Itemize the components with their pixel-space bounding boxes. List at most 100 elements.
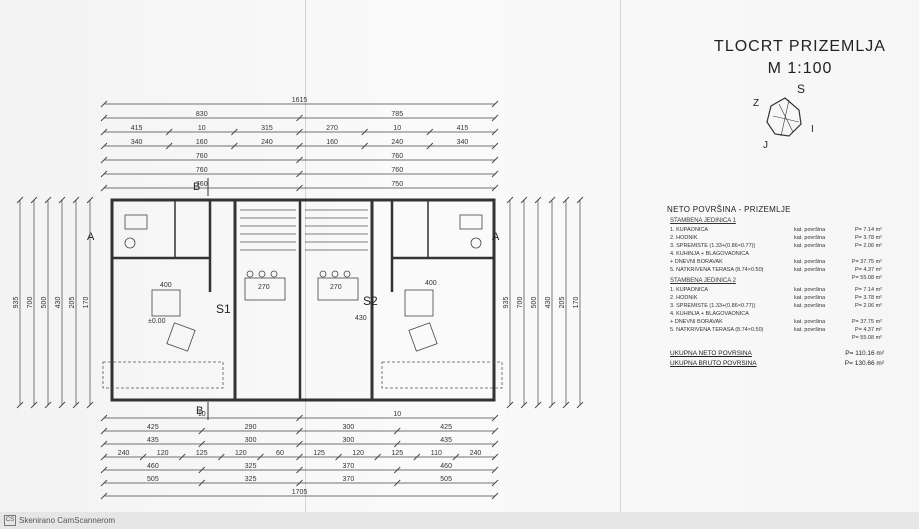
dimension-line (296, 414, 303, 422)
dimension-label: 1615 (292, 97, 308, 104)
area-value: P= 3.78 m² (854, 235, 882, 241)
dimension-line (296, 466, 303, 474)
dimension-label: 425 (147, 424, 159, 431)
area-unit: kat. površina (794, 243, 826, 249)
dimension-line (198, 440, 206, 448)
building-walls (110, 198, 496, 402)
dimension-line (562, 196, 570, 204)
dimension-label: 110 (431, 450, 442, 457)
staircase (240, 209, 368, 251)
area-unit: kat. površina (794, 327, 826, 333)
area-row: 3. SPREMIŠTE (1.33+(0.86×0.77))kat. povr… (670, 242, 882, 250)
dimension-label: 160 (326, 139, 338, 146)
dimension-line (413, 453, 421, 461)
dimension-label: 205 (559, 297, 566, 309)
area-row: P= 55.08 m² (670, 334, 882, 342)
area-name: 4. KUHINJA + BLAGOVAONICA (670, 311, 749, 317)
dimension-line (491, 170, 499, 178)
dimension-label: 430 (545, 297, 552, 309)
compass-east-label: I (811, 124, 814, 135)
dimension-line (231, 128, 238, 136)
dimension-line (296, 142, 303, 150)
dimension-line (374, 453, 382, 461)
dimension-label: 935 (13, 297, 20, 309)
dimension-line (44, 401, 52, 409)
dimension-line (198, 427, 206, 435)
dimension-line (426, 128, 434, 136)
dimension-line (534, 401, 542, 409)
dimension-line (548, 196, 556, 204)
dimension-label: 505 (147, 476, 159, 483)
dimension-line (296, 440, 303, 448)
living-room-furniture (124, 214, 483, 352)
dimension-line (100, 414, 108, 422)
dimension-label: 700 (27, 297, 34, 309)
area-name: 3. SPREMIŠTE (1.33+(0.86×0.77)) (670, 303, 756, 309)
dimension-line (217, 453, 225, 461)
dimension-label: 300 (343, 424, 355, 431)
dimension-line (100, 440, 108, 448)
dimension-line (139, 453, 147, 461)
area-value: P= 55.08 m² (851, 335, 882, 341)
dimension-line (100, 184, 108, 192)
dimension-label: 415 (131, 125, 143, 132)
dimension-label: 120 (352, 450, 364, 457)
section-a-left: A (87, 231, 95, 243)
dimension-label: 160 (196, 139, 208, 146)
dimension-label: 290 (245, 424, 257, 431)
dimension-label: 120 (157, 450, 169, 457)
camscanner-logo-icon: CS (4, 515, 16, 527)
area-value: P= 37.75 m² (851, 259, 882, 265)
dimension-label: 435 (147, 437, 159, 444)
dimension-line (576, 401, 584, 409)
dimension-line (426, 142, 434, 150)
area-value: P= 55.08 m² (851, 275, 882, 281)
section-a-right: A (492, 231, 500, 243)
dimension-line (296, 114, 303, 122)
drawing-title: TLOCRT PRIZEMLJA M 1:100 (700, 36, 900, 80)
compass-west-label: Z (753, 98, 759, 109)
dimension-line (198, 466, 206, 474)
dimension-label: 500 (41, 297, 48, 309)
paper-fold (305, 0, 306, 512)
area-totals: UKUPNA NETO POVRŠINA P= 110.16 m² UKUPNA… (670, 348, 884, 368)
paper-fold (620, 0, 621, 512)
dimension-label: 10 (393, 125, 401, 132)
section-b-bottom: B (196, 405, 203, 417)
dimension-line (491, 466, 499, 474)
dimension-label: 270 (326, 125, 338, 132)
room-dim-label: 270 (258, 284, 270, 291)
unit-2-title: STAMBENA JEDINICA 2 (670, 278, 736, 284)
section-markers: B B A A (87, 178, 500, 420)
title-line-1: TLOCRT PRIZEMLJA (714, 38, 886, 55)
dimension-line (58, 196, 66, 204)
area-name: + DNEVNI BORAVAK (670, 259, 723, 265)
total-value: P= 110.16 m² (845, 349, 884, 357)
dimension-line (257, 453, 264, 461)
dimension-line (393, 479, 401, 487)
dimension-line (562, 401, 570, 409)
dimension-label: 10 (393, 411, 401, 418)
title-scale: M 1:100 (767, 60, 833, 77)
dimension-line (393, 440, 401, 448)
area-unit: kat. površina (794, 295, 826, 301)
total-value: P= 130.66 m² (844, 359, 884, 367)
dimension-label: 170 (573, 297, 580, 309)
drawing-sheet (0, 0, 919, 512)
dimension-line (100, 466, 108, 474)
compass-south-label: J (763, 140, 768, 151)
dimension-line (335, 453, 342, 461)
dimension-line (100, 453, 108, 461)
dimension-line (491, 440, 499, 448)
dimension-line (178, 453, 186, 461)
dimension-label: 760 (391, 167, 403, 174)
dimension-line (30, 401, 38, 409)
dimension-label: 370 (343, 463, 355, 470)
dimension-line (491, 453, 499, 461)
area-value: P= 37.75 m² (851, 319, 882, 325)
dimension-line (100, 170, 108, 178)
